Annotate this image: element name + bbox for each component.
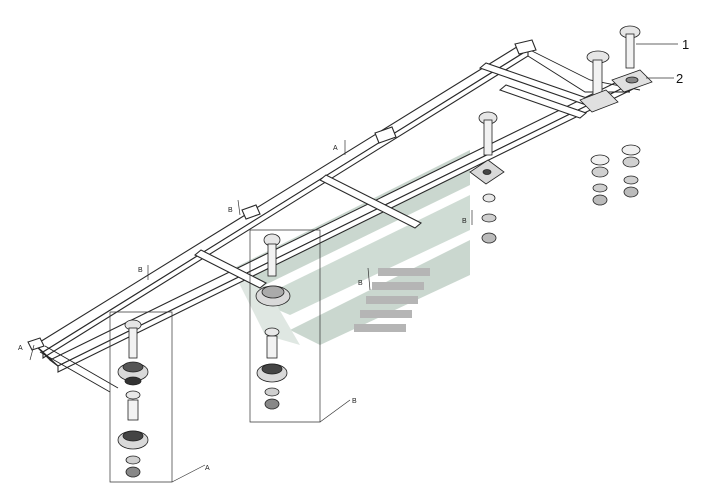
callout-1: 1 bbox=[636, 37, 689, 52]
section-marker-4: A bbox=[333, 145, 338, 152]
crossmember-1 bbox=[194, 249, 267, 289]
section-markers: A B B A B B bbox=[18, 140, 473, 361]
detail-view-a bbox=[109, 311, 206, 483]
section-marker-6: B bbox=[462, 218, 467, 225]
callout-2: 2 bbox=[646, 71, 683, 86]
detail-label-b: B bbox=[352, 398, 357, 405]
chassis-frame bbox=[27, 39, 641, 393]
crossmember-2 bbox=[319, 174, 422, 229]
rear-mount-assembly-left bbox=[579, 50, 619, 206]
section-marker-1: A bbox=[18, 345, 23, 352]
section-marker-5: B bbox=[358, 280, 363, 287]
detail-view-b bbox=[249, 229, 351, 423]
middle-mount-assembly bbox=[469, 111, 505, 244]
section-marker-3: B bbox=[228, 207, 233, 214]
detail-label-a: A bbox=[205, 465, 210, 472]
callout-1-label: 1 bbox=[682, 37, 689, 52]
section-marker-2: B bbox=[138, 267, 143, 274]
callout-2-label: 2 bbox=[676, 71, 683, 86]
rear-mount-assembly-right bbox=[611, 25, 653, 198]
